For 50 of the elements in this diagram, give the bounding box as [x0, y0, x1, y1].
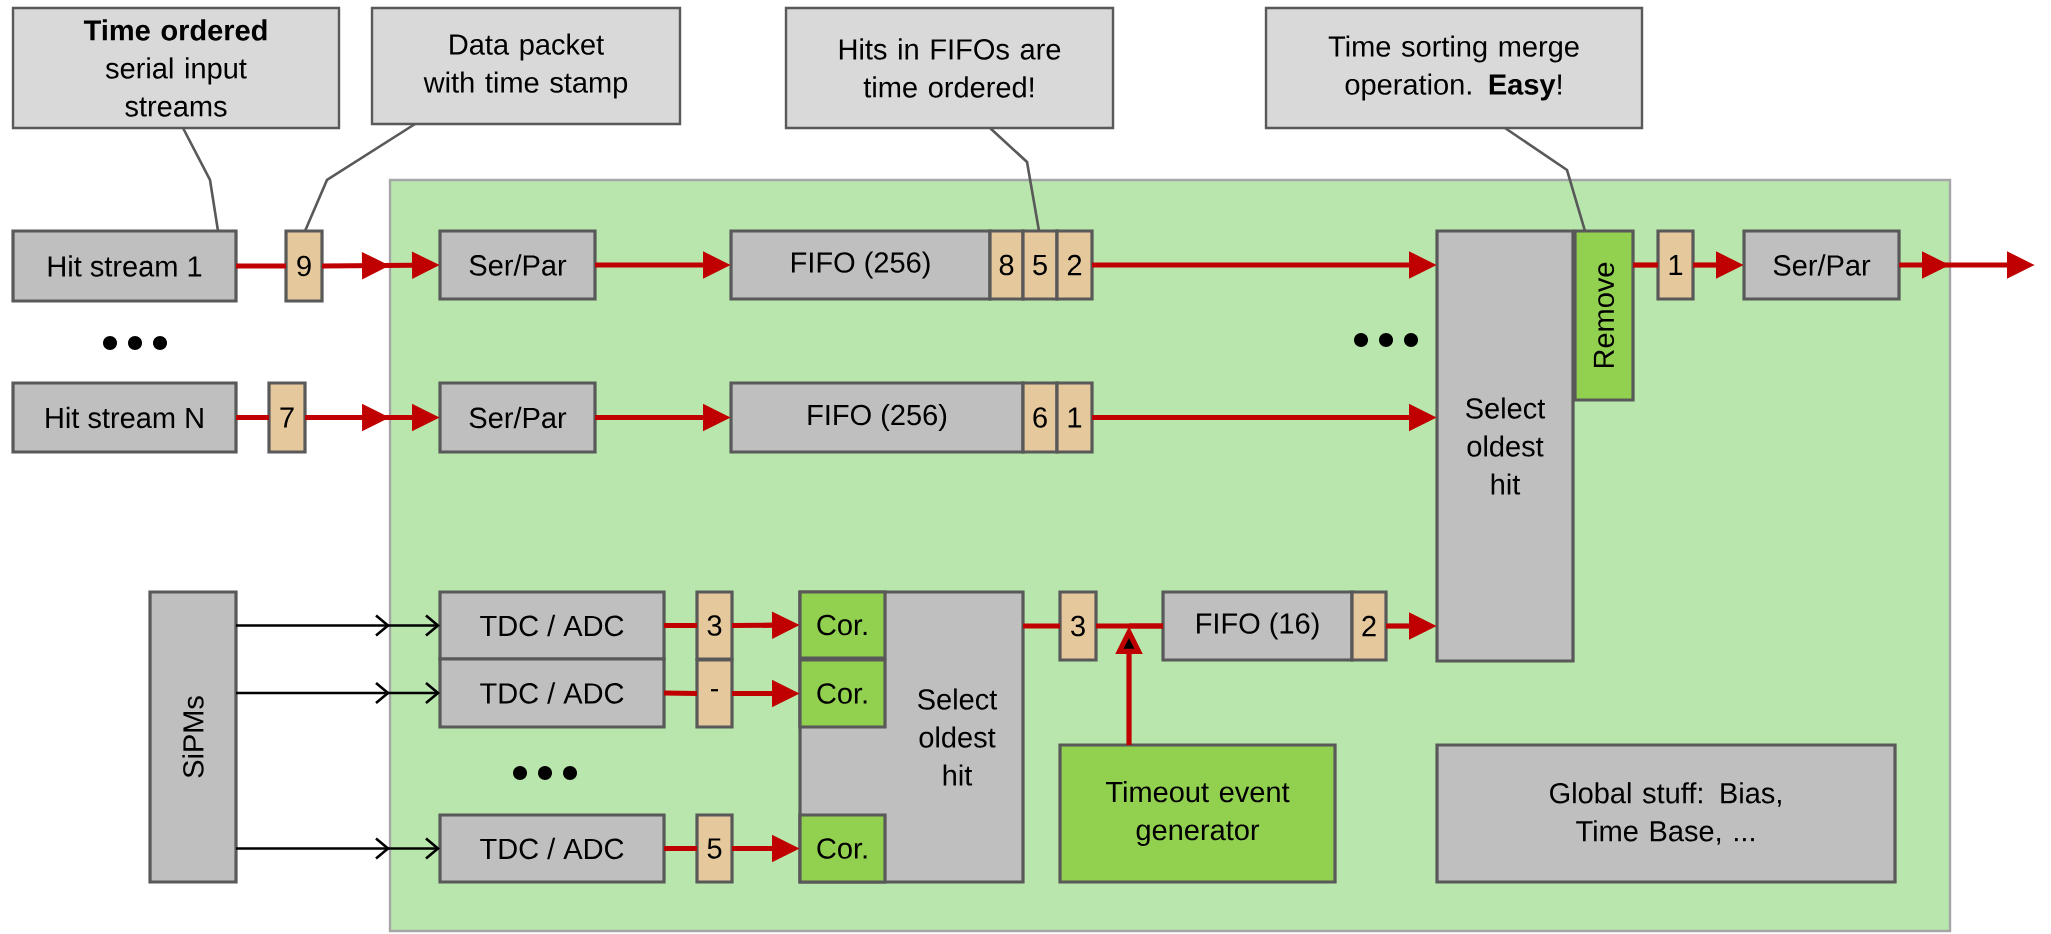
process-box: FIFO (16)	[1161, 590, 1354, 662]
process-box: TDC / ADC	[438, 590, 666, 661]
process-box: FIFO (256)	[729, 229, 992, 301]
data-packet: 9	[284, 229, 324, 303]
process-box: Remove	[1573, 229, 1635, 402]
process-box: Hit stream 1	[11, 229, 238, 303]
connector-line	[664, 845, 697, 852]
connector-line	[663, 690, 698, 697]
data-packet: 5	[695, 813, 734, 884]
process-box: Hit stream N	[11, 381, 238, 454]
data-packet: 2	[1350, 590, 1388, 662]
process-box: Timeout event generator	[1058, 743, 1337, 884]
leader-line	[303, 122, 416, 232]
data-packet: 3	[1058, 590, 1098, 662]
data-packet: 3	[695, 590, 734, 661]
data-packet: 6	[1021, 381, 1059, 454]
connector-line	[236, 414, 269, 421]
data-packet: 8	[988, 229, 1025, 301]
process-box: FIFO (256)	[729, 381, 1025, 454]
process-box: SiPMs	[148, 590, 238, 884]
arrow	[236, 682, 440, 704]
process-box: Ser/Par	[1742, 229, 1901, 301]
process-box: TDC / ADC	[438, 813, 666, 884]
process-box: Cor.	[798, 658, 887, 729]
callout-box: Time sorting merge operation. Easy!	[1264, 6, 1644, 130]
callout-box: Time ordered serial input streams	[11, 6, 341, 130]
process-box: Ser/Par	[438, 381, 597, 454]
process-box: Select oldest hit	[1435, 229, 1575, 663]
data-packet: 5	[1021, 229, 1059, 301]
leader-line	[181, 127, 220, 232]
data-packet: 2	[1055, 229, 1094, 301]
process-box: Global stuff: Bias, Time Base, ...	[1435, 743, 1897, 884]
process-box: Cor.	[798, 813, 887, 884]
arrow	[236, 837, 440, 860]
connector-line	[1633, 262, 1658, 268]
leader-line	[989, 127, 1041, 232]
data-packet: 7	[267, 381, 307, 454]
process-box: Ser/Par	[438, 229, 597, 301]
callout-box: Hits in FIFOs are time ordered!	[784, 6, 1115, 130]
arrow	[236, 614, 440, 637]
callout-box: Data packet with time stamp	[370, 6, 682, 126]
leader-line	[1504, 126, 1587, 232]
process-box: Cor.	[798, 590, 887, 660]
connector-line	[1023, 623, 1060, 629]
data-packet: 1	[1656, 229, 1695, 301]
data-packet: -	[695, 658, 734, 729]
connector-line	[236, 263, 286, 269]
connector-line	[664, 622, 697, 629]
process-box: TDC / ADC	[438, 657, 666, 729]
data-packet: 1	[1055, 381, 1094, 454]
